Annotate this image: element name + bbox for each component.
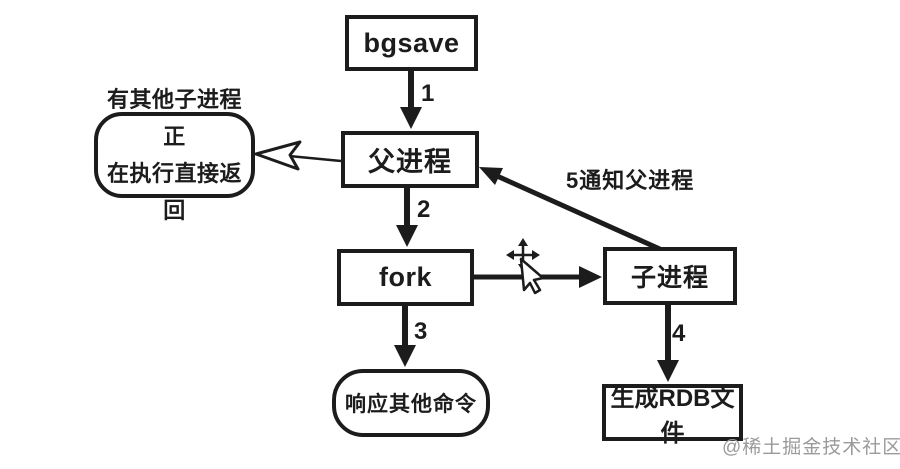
node-bgsave: bgsave	[345, 15, 478, 71]
node-respond-other-commands: 响应其他命令	[332, 369, 490, 437]
node-early-return: 有其他子进程正 在执行直接返回	[94, 87, 255, 223]
arrow-parent-to-early-return	[254, 140, 342, 171]
edge-label-step1: 1	[421, 80, 435, 107]
early-return-line1: 有其他子进程正	[106, 87, 242, 149]
watermark-juejin-community: @稀土掘金技术社区	[722, 437, 900, 458]
edge-label-step5-notify-parent: 5通知父进程	[566, 168, 695, 193]
arrow-fork-to-respond	[394, 305, 416, 367]
arrow-parent-to-fork	[396, 187, 418, 247]
edge-label-step3: 3	[414, 318, 428, 345]
arrow-child-to-parent	[479, 167, 664, 253]
edge-label-step2: 2	[417, 196, 431, 223]
node-parent-process: 父进程	[341, 131, 479, 188]
early-return-line2: 在执行直接返回	[106, 161, 242, 223]
node-child-process: 子进程	[603, 247, 737, 305]
node-generate-rdb-file: 生成RDB文件	[602, 384, 743, 447]
node-fork: fork	[337, 249, 474, 306]
edge-label-step4: 4	[672, 320, 686, 347]
arrow-bgsave-to-parent	[400, 70, 422, 129]
arrow-child-to-rdb	[657, 304, 679, 382]
move-cursor-icon	[506, 238, 545, 295]
